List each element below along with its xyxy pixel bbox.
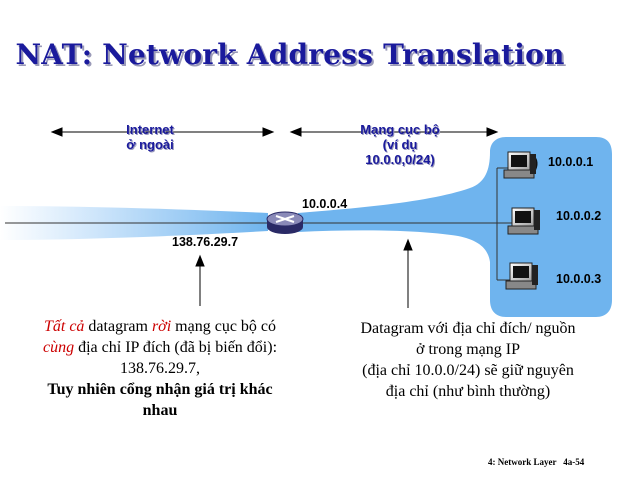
local-span-arrow [289, 127, 499, 137]
host-ip: 10.0.0.3 [556, 272, 602, 286]
right-caption: Datagram với địa chỉ đích/ nguồn ở trong… [360, 320, 576, 400]
left-caption: Tất cả datagram rời mạng cục bộ có cùng … [42, 318, 278, 419]
local-network-label: Mạng cục bộ (ví dụ 10.0.0,0/24) [360, 122, 440, 167]
router-inside-ip: 10.0.0.4 [302, 197, 348, 211]
host-computer-icon [507, 207, 540, 235]
host-ip: 10.0.0.1 [548, 155, 594, 169]
internet-span-arrow [50, 127, 275, 137]
pointer-arrow [403, 238, 413, 308]
internet-label: Internet ở ngoài [126, 122, 174, 152]
slide-footer: 4: Network Layer 4a-54 [488, 457, 585, 467]
nat-router-icon [266, 211, 304, 234]
host-computer-icon [503, 151, 538, 179]
pointer-arrow [195, 254, 205, 306]
slide-title: NAT: Network Address Translation [15, 38, 565, 71]
host-ip: 10.0.0.2 [556, 209, 602, 223]
host-computer-icon [505, 262, 538, 290]
router-outside-ip: 138.76.29.7 [172, 235, 239, 249]
